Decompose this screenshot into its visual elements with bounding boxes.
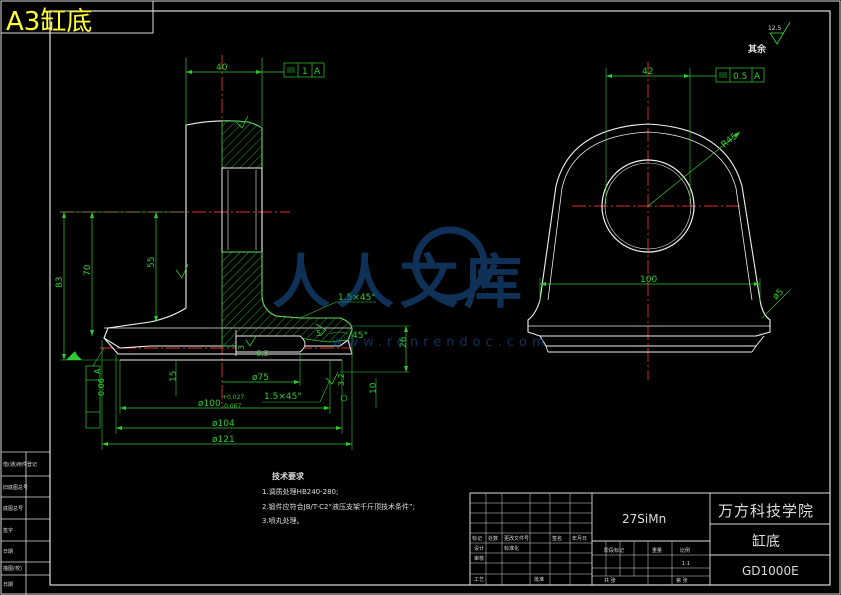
rough-3-2: 3.2 — [337, 373, 346, 386]
dim-100-right: 100 — [640, 275, 657, 285]
tol-frame-right — [715, 67, 765, 83]
tol-frame-left — [283, 62, 325, 78]
sheet-label: A3缸底 — [6, 7, 92, 37]
tb-drawing-no: GD1000E — [742, 564, 799, 578]
left-dimensions: 40 1 A 55 70 83 A 0.06 A — [55, 58, 410, 450]
dim-40: 40 — [216, 63, 228, 73]
roughness-rest-label: 其余 — [748, 43, 767, 55]
watermark-url: www.renrendoc.com — [332, 335, 550, 350]
tb-scale: 1:1 — [682, 561, 690, 567]
tol-left-value: 1 — [302, 67, 308, 77]
angle-45: 45° — [352, 331, 368, 341]
hatch-upper — [221, 120, 263, 169]
dim-phi100-lower: -0.067 — [222, 403, 242, 410]
watermark: 人人文库 www.renrendoc.com — [272, 226, 550, 350]
tb-label-2: 处数 — [488, 535, 498, 542]
dim-phi104: ø104 — [212, 419, 235, 429]
left-strip: 借(通)用件登记 旧底图总号 底图总号 签字 日期 描图(校) 日期 — [1, 451, 50, 595]
sheet-label-box — [0, 0, 154, 34]
left-section-view — [60, 55, 353, 408]
dim-phi121: ø121 — [212, 435, 235, 445]
tol-left-datum: A — [314, 67, 321, 77]
tol-right-datum: A — [754, 72, 761, 82]
dim-5: 5 — [316, 329, 321, 338]
hatch-lower — [221, 251, 353, 347]
tol-runout-value: 0.06 — [97, 378, 106, 396]
strip-label-1: 借(通)用件登记 — [3, 461, 37, 468]
right-side-view — [527, 62, 771, 380]
tb-label-4: 签名 — [552, 535, 562, 542]
dim-70: 70 — [83, 264, 93, 276]
note-1: 1.调质处理HB240-280; — [262, 487, 338, 496]
tb-label-9: 重量 — [652, 547, 662, 554]
tb-school: 万方科技学院 — [718, 502, 814, 520]
dim-phi100: ø100 — [198, 399, 221, 409]
strip-label-5: 日期 — [3, 549, 13, 555]
tb-label-13: 批准 — [534, 576, 544, 583]
right-dimensions: 42 0.5 A R45 100 ø5 — [539, 67, 791, 319]
dim-55: 55 — [147, 257, 157, 268]
dim-15: 15 — [169, 371, 179, 382]
tb-label-6: 设计 — [474, 545, 484, 552]
tb-label-8: 阶段标记 — [604, 547, 624, 554]
chamfer-lower: 1.5×45° — [264, 392, 302, 402]
strip-label-2: 旧底图总号 — [3, 484, 28, 491]
strip-label-6: 描图(校) — [3, 565, 22, 572]
strip-label-7: 日期 — [3, 582, 13, 588]
title-block: 标记 处数 更改文件号 签名 年月日 设计 标准化 阶段标记 重量 比例 审核 … — [469, 492, 831, 586]
dim-phi75: ø75 — [252, 373, 269, 383]
tb-material: 27SiMn — [622, 512, 666, 526]
tb-label-7: 标准化 — [504, 545, 519, 552]
note-2: 2.锻件应符合JB/T-C2“液压支架千斤顶技术条件”; — [262, 502, 415, 511]
datum-a-left: A — [72, 351, 79, 361]
tb-label-1: 标记 — [472, 535, 482, 542]
strip-label-3: 底图总号 — [3, 505, 23, 512]
tb-label-3: 更改文件号 — [504, 535, 529, 542]
tb-label-14: 共 张 — [604, 577, 616, 584]
dim-26: 26 — [399, 336, 409, 348]
tb-label-5: 年月日 — [572, 535, 587, 542]
dim-phi5: ø5 — [771, 287, 786, 302]
dim-phi100-upper: +0.027 — [222, 394, 244, 401]
roughness-symbol: 12.5 其余 — [748, 21, 791, 55]
tb-label-11: 审核 — [474, 555, 484, 562]
notes-title: 技术要求 — [272, 471, 305, 481]
tb-label-10: 比例 — [680, 547, 690, 554]
tb-label-12: 工艺 — [474, 577, 484, 583]
watermark-text: 人人文库 — [272, 248, 528, 316]
rough-6-3: 6.3 — [256, 349, 269, 358]
dim-42: 42 — [642, 67, 653, 77]
dim-10: 10 — [369, 382, 379, 394]
tol-right-value: 0.5 — [733, 72, 747, 82]
tol-runout-frame — [85, 365, 101, 429]
strip-label-4: 签字 — [3, 527, 13, 534]
roughness-value: 12.5 — [768, 25, 782, 32]
inner-border — [49, 10, 831, 586]
note-3: 3.喷丸处理。 — [262, 516, 304, 525]
eye-hole — [601, 159, 695, 253]
watermark-logo — [412, 226, 488, 302]
dim-3: 3 — [237, 345, 246, 350]
tb-label-15: 第 张 — [676, 577, 688, 584]
chamfer-upper: 1.5×45° — [338, 293, 376, 303]
dim-83: 83 — [55, 277, 65, 288]
tol-runout-datum: A — [93, 368, 102, 374]
tb-part-name: 缸底 — [752, 533, 780, 550]
technical-notes: 技术要求 1.调质处理HB240-280; 2.锻件应符合JB/T-C2“液压支… — [262, 471, 415, 525]
